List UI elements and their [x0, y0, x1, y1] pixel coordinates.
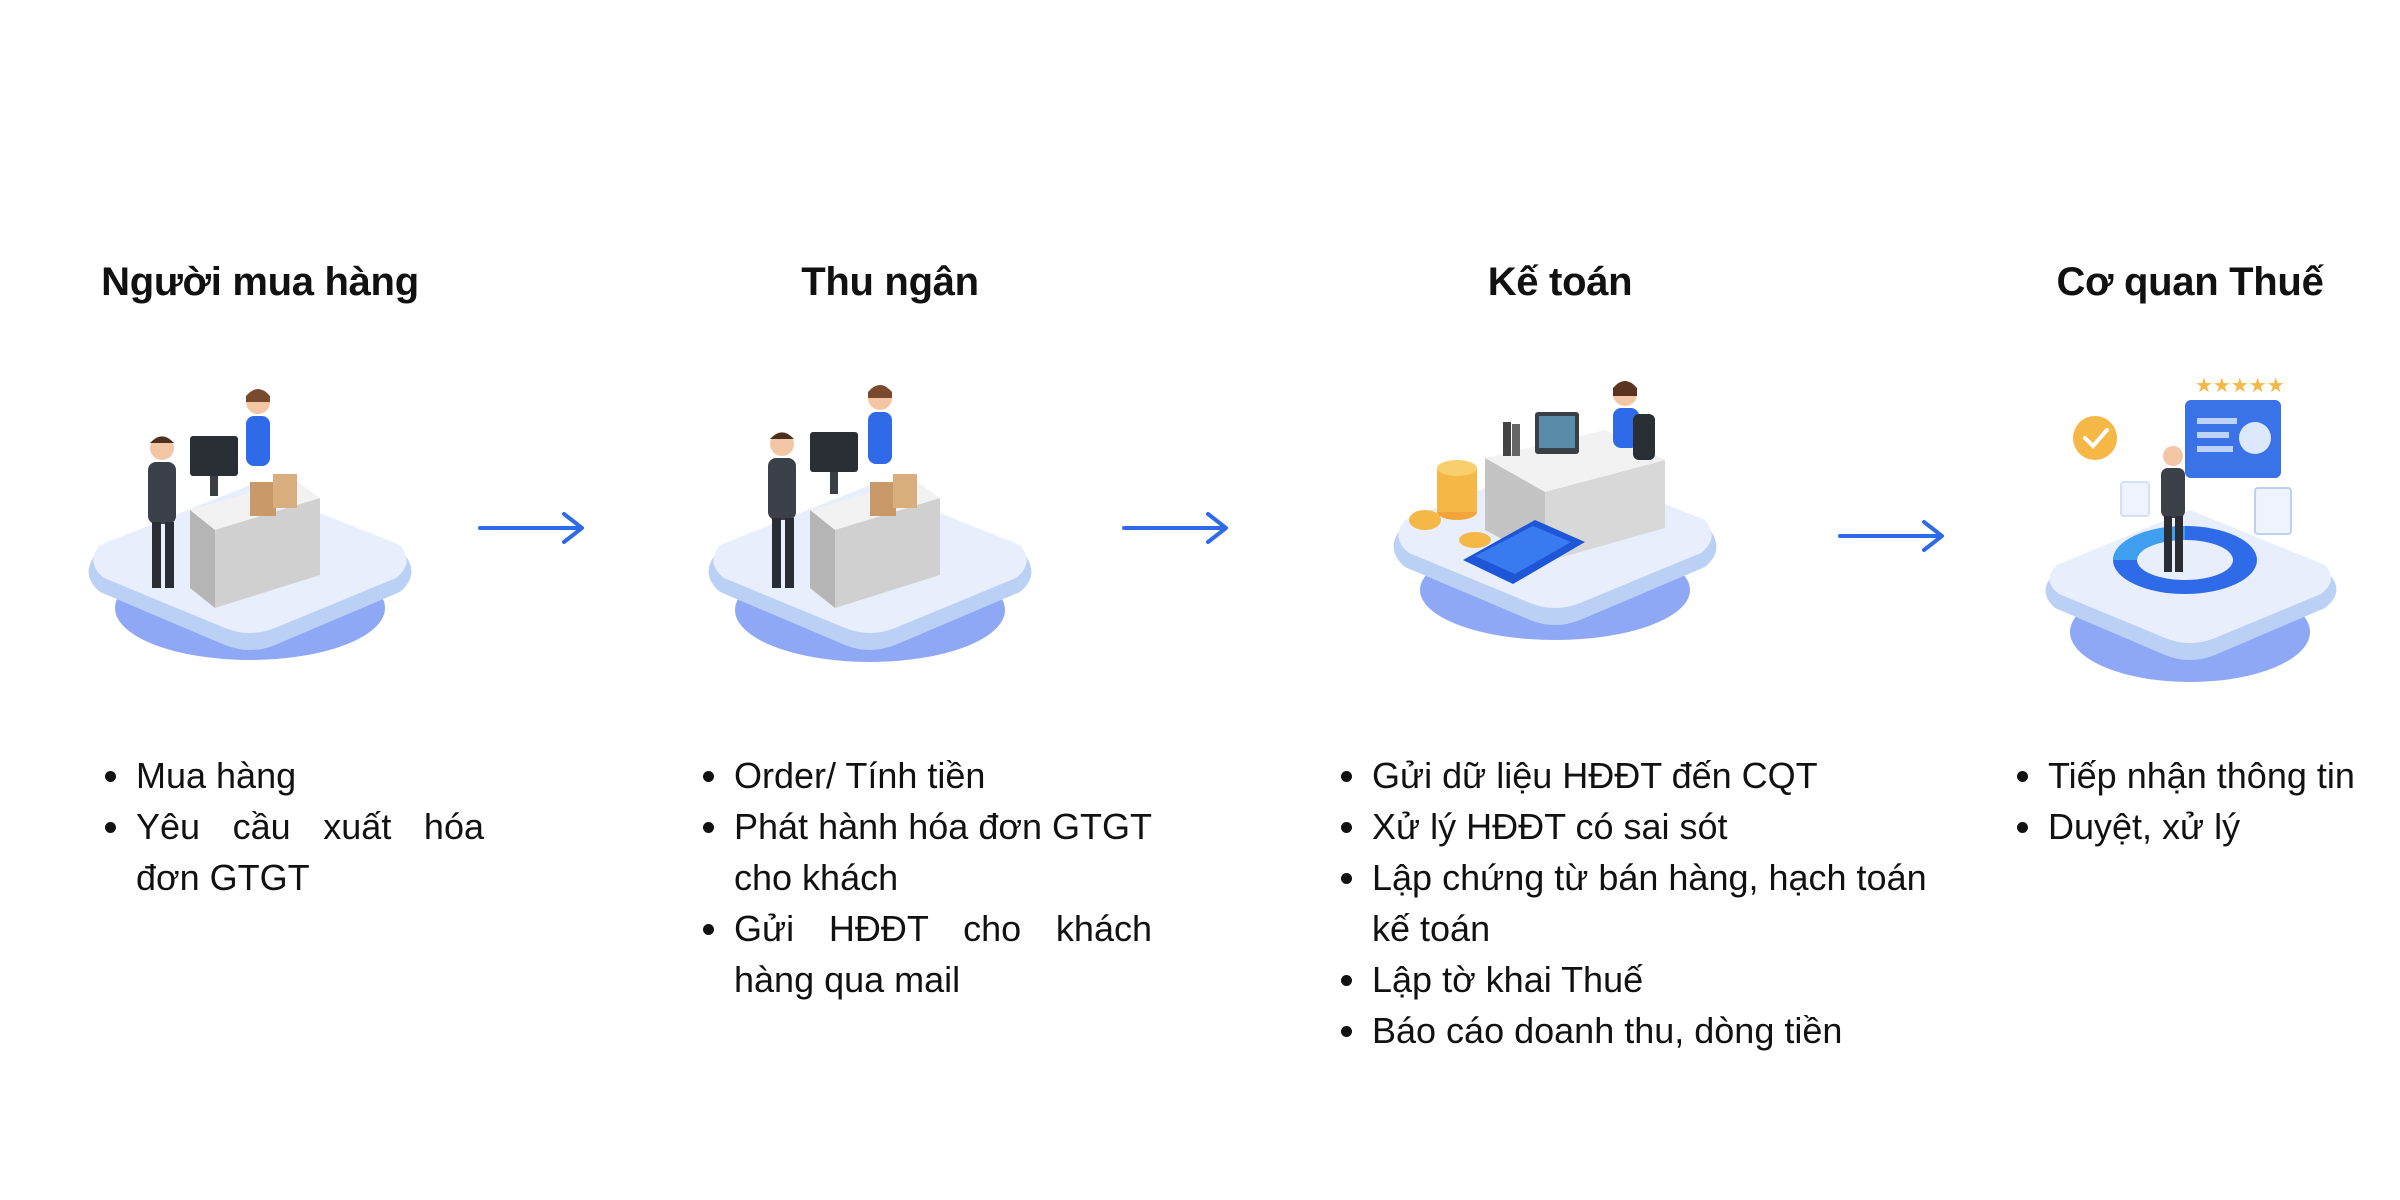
- list-item: Xử lý HĐĐT có sai sót: [1370, 801, 1930, 852]
- arrow-icon: [478, 512, 584, 544]
- buyer-cashier-counter-icon: [88, 389, 412, 660]
- stage-title-tax-authority: Cơ quan Thuế: [2056, 260, 2324, 304]
- list-item: Lập tờ khai Thuế: [1370, 954, 1930, 1005]
- list-item: Order/ Tính tiền: [732, 750, 1152, 801]
- stage-bullets-cashier: Order/ Tính tiền Phát hành hóa đơn GTGT …: [696, 750, 1152, 1005]
- list-item: Gửi HĐĐT cho khách hàng qua mail: [732, 903, 1152, 1005]
- stage-title-accountant: Kế toán: [1487, 260, 1633, 304]
- list-item: Lập chứng từ bán hàng, hạch toán kế toán: [1370, 852, 1930, 954]
- svg-text:★★★★★: ★★★★★: [2195, 373, 2285, 397]
- list-item: Tiếp nhận thông tin: [2046, 750, 2400, 801]
- stage-bullets-accountant: Gửi dữ liệu HĐĐT đến CQT Xử lý HĐĐT có s…: [1334, 750, 1930, 1056]
- stage-bullets-buyer: Mua hàng Yêu cầu xuất hóa đơn GTGT: [98, 750, 484, 903]
- list-item: Mua hàng: [134, 750, 484, 801]
- list-item: Yêu cầu xuất hóa đơn GTGT: [134, 801, 484, 903]
- list-item: Phát hành hóa đơn GTGT cho khách: [732, 801, 1152, 903]
- list-item: Duyệt, xử lý: [2046, 801, 2400, 852]
- arrow-icon: [1838, 520, 1944, 552]
- stage-bullets-tax-authority: Tiếp nhận thông tin Duyệt, xử lý: [2010, 750, 2400, 852]
- list-item: Báo cáo doanh thu, dòng tiền: [1370, 1005, 1930, 1056]
- stage-title-cashier: Thu ngân: [801, 260, 979, 304]
- accountant-desk-icon: [1393, 381, 1717, 640]
- list-item: Gửi dữ liệu HĐĐT đến CQT: [1370, 750, 1930, 801]
- stage-title-buyer: Người mua hàng: [101, 260, 419, 304]
- arrow-icon: [1122, 512, 1228, 544]
- cashier-counter-icon: [708, 385, 1032, 662]
- tax-authority-review-icon: ★★★★★: [2045, 373, 2337, 682]
